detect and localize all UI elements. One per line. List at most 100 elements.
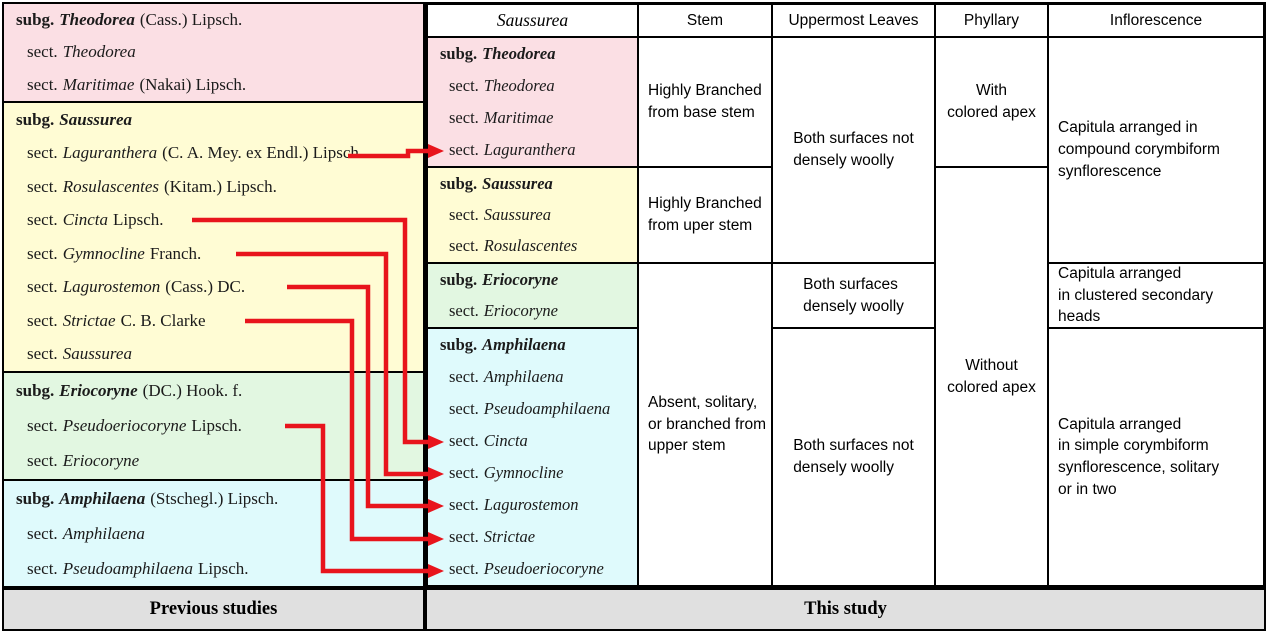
taxon-name: Theodorea bbox=[482, 44, 556, 63]
taxon-row: sect.Gymnocline bbox=[428, 457, 637, 489]
taxon-authority: (Nakai) Lipsch. bbox=[139, 74, 247, 94]
taxon-prefix: subg. bbox=[440, 173, 478, 193]
taxon-prefix: sect. bbox=[27, 277, 58, 297]
taxon-authority: C. B. Clarke bbox=[120, 310, 206, 330]
taxon-name: Pseudoamphilaena bbox=[62, 558, 194, 578]
header-stem: Stem bbox=[638, 4, 772, 37]
taxon-row: subg.Eriocoryne bbox=[428, 264, 637, 296]
taxon-name: Pseudoeriocoryne bbox=[62, 415, 187, 435]
taxon-name: Amphilaena bbox=[482, 335, 566, 354]
prev-group-theodorea: subg.Theodorea(Cass.) Lipsch. sect.Theod… bbox=[4, 4, 423, 101]
taxon-name: Strictae bbox=[483, 527, 536, 546]
taxon-name: Eriocoryne bbox=[59, 380, 138, 400]
header-genus: Saussurea bbox=[427, 4, 638, 37]
cell-stem-erio-amphi: Absent, solitary, or branched from upper… bbox=[638, 263, 772, 586]
cell-leaves-eriocoryne: Both surfaces densely woolly bbox=[772, 263, 935, 328]
cell-infl-clustered: Capitula arranged in clustered secondary… bbox=[1048, 263, 1264, 328]
taxon-name: Laguranthera bbox=[483, 140, 576, 159]
taxon-prefix: sect. bbox=[449, 399, 479, 418]
taxon-row: subg.Saussurea bbox=[4, 103, 423, 137]
taxon-row: sect.Theodorea bbox=[4, 36, 423, 68]
taxon-prefix: subg. bbox=[440, 269, 478, 289]
taxon-row: sect.Maritimae(Nakai) Lipsch. bbox=[4, 69, 423, 101]
taxon-row: sect.Laguranthera(C. A. Mey. ex Endl.) L… bbox=[4, 137, 423, 171]
taxon-prefix: sect. bbox=[27, 523, 58, 543]
taxon-name: Pseudoamphilaena bbox=[483, 399, 611, 418]
taxon-authority: (Cass.) Lipsch. bbox=[139, 10, 243, 30]
taxon-row: sect.Lagurostemon bbox=[428, 489, 637, 521]
taxon-prefix: sect. bbox=[449, 140, 479, 159]
taxon-row: sect.Lagurostemon(Cass.) DC. bbox=[4, 271, 423, 305]
previous-studies-label: Previous studies bbox=[149, 599, 278, 619]
taxon-name: Lagurostemon bbox=[62, 277, 161, 297]
previous-studies-panel: subg.Theodorea(Cass.) Lipsch. sect.Theod… bbox=[2, 2, 425, 588]
taxon-row: subg.Amphilaena bbox=[428, 329, 637, 361]
taxon-name: Eriocoryne bbox=[62, 451, 140, 471]
taxon-name: Pseudoeriocoryne bbox=[483, 559, 604, 578]
taxon-prefix: sect. bbox=[449, 463, 479, 482]
taxon-name: Cincta bbox=[483, 431, 528, 450]
taxon-prefix: sect. bbox=[27, 176, 58, 196]
taxon-authority: Franch. bbox=[149, 243, 202, 263]
taxon-authority: (Cass.) DC. bbox=[165, 277, 246, 297]
taxon-row: subg.Theodorea bbox=[428, 38, 637, 70]
taxon-prefix: subg. bbox=[440, 44, 478, 63]
taxon-prefix: sect. bbox=[449, 236, 479, 256]
cell-leaves-amphilaena: Both surfaces not densely woolly bbox=[772, 328, 935, 586]
taxon-name: Rosulascentes bbox=[483, 236, 578, 256]
taxon-name: Theodorea bbox=[62, 42, 136, 62]
this-study-table: Saussurea Stem Uppermost Leaves Phyllary… bbox=[425, 2, 1266, 588]
study-group-amphilaena: subg.Amphilaena sect.Amphilaena sect.Pse… bbox=[427, 328, 638, 586]
taxon-prefix: subg. bbox=[16, 109, 55, 129]
taxon-prefix: sect. bbox=[27, 210, 58, 230]
taxon-prefix: sect. bbox=[449, 559, 479, 578]
taxon-row: sect.Maritimae bbox=[428, 102, 637, 134]
taxon-prefix: sect. bbox=[27, 558, 58, 578]
taxon-name: Theodorea bbox=[59, 10, 135, 30]
this-study-label-bar: This study bbox=[425, 588, 1266, 631]
taxon-row: subg.Eriocoryne(DC.) Hook. f. bbox=[4, 373, 423, 408]
taxon-prefix: sect. bbox=[449, 367, 479, 386]
taxon-name: Cincta bbox=[62, 210, 109, 230]
taxon-prefix: sect. bbox=[449, 431, 479, 450]
taxon-authority: Lipsch. bbox=[113, 210, 164, 230]
prev-group-amphilaena: subg. Amphilaena(Stschegl.) Lipsch. sect.… bbox=[4, 479, 423, 586]
taxon-row: sect.Laguranthera bbox=[428, 134, 637, 166]
taxon-prefix: sect. bbox=[27, 42, 58, 62]
taxon-row: sect.Rosulascentes(Kitam.) Lipsch. bbox=[4, 170, 423, 204]
cell-infl-simple: Capitula arranged in simple corymbiform … bbox=[1048, 328, 1264, 586]
taxon-authority: (Stschegl.) Lipsch. bbox=[150, 488, 279, 508]
taxon-row: subg.Theodorea(Cass.) Lipsch. bbox=[4, 4, 423, 36]
taxon-name: Saussurea bbox=[482, 173, 553, 193]
taxon-prefix: sect. bbox=[27, 243, 58, 263]
taxon-authority: (C. A. Mey. ex Endl.) Lipsch bbox=[162, 143, 359, 163]
taxon-prefix: subg. bbox=[440, 335, 478, 354]
taxon-prefix: sect. bbox=[27, 74, 58, 94]
taxon-name: Amphilaena bbox=[62, 523, 145, 543]
taxon-prefix: sect. bbox=[449, 108, 479, 127]
taxon-name: Saussurea bbox=[62, 344, 132, 364]
taxon-prefix: sect. bbox=[27, 451, 58, 471]
cell-leaves-theo-sauss: Both surfaces not densely woolly bbox=[772, 37, 935, 263]
taxon-row: sect.Eriocoryne bbox=[4, 444, 423, 479]
header-phyllary: Phyllary bbox=[935, 4, 1048, 37]
taxon-prefix: subg. bbox=[16, 10, 55, 30]
taxon-prefix: sect. bbox=[449, 204, 479, 224]
taxon-row: sect.Rosulascentes bbox=[428, 231, 637, 262]
taxon-row: sect.Saussurea bbox=[428, 199, 637, 230]
header-uppermost-leaves: Uppermost Leaves bbox=[772, 4, 935, 37]
taxon-prefix: sect. bbox=[449, 76, 479, 95]
taxon-prefix: sect. bbox=[27, 310, 58, 330]
cell-stem-saussurea: Highly Branched from uper stem bbox=[638, 167, 772, 263]
taxon-prefix: sect. bbox=[27, 415, 58, 435]
taxon-prefix: sect. bbox=[449, 301, 479, 321]
taxon-prefix: sect. bbox=[27, 344, 58, 364]
taxon-row: sect.Eriocoryne bbox=[428, 296, 637, 328]
taxon-row: sect.Amphilaena bbox=[4, 516, 423, 551]
taxon-prefix: subg. bbox=[16, 488, 55, 508]
taxon-name: Laguranthera bbox=[62, 143, 158, 163]
